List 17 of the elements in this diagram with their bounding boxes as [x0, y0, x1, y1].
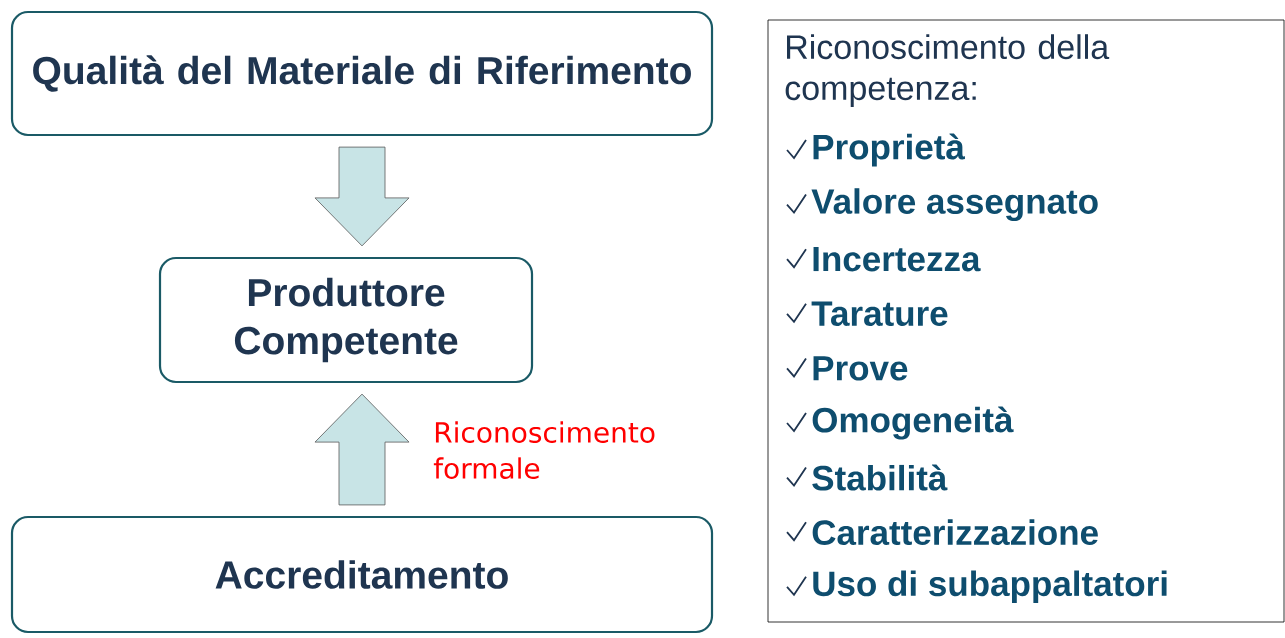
list-item: Omogeneità — [812, 406, 1014, 440]
list-item: Uso di subappaltatori — [813, 570, 1167, 604]
list-item: Prove — [813, 356, 908, 381]
list-item: Stabilità — [812, 464, 948, 491]
edge-label: Riconoscimento formale — [433, 421, 655, 479]
list-item: Caratterizzazione — [812, 519, 1098, 546]
block-arrow — [314, 146, 410, 247]
list-heading: Riconoscimento della competenza: — [785, 34, 1110, 107]
list-item: Tarature — [811, 301, 948, 326]
process-box: Accreditamento — [10, 515, 714, 634]
list-item: Incertezza — [813, 247, 981, 272]
list-item: Proprietà — [813, 133, 965, 167]
list-item: Valore assegnato — [811, 188, 1098, 221]
block-arrow — [314, 393, 410, 506]
process-box: Qualità del Materiale di Riferimento — [10, 10, 714, 137]
process-box: Produttore Competente — [158, 256, 534, 384]
list-box — [767, 19, 1285, 623]
